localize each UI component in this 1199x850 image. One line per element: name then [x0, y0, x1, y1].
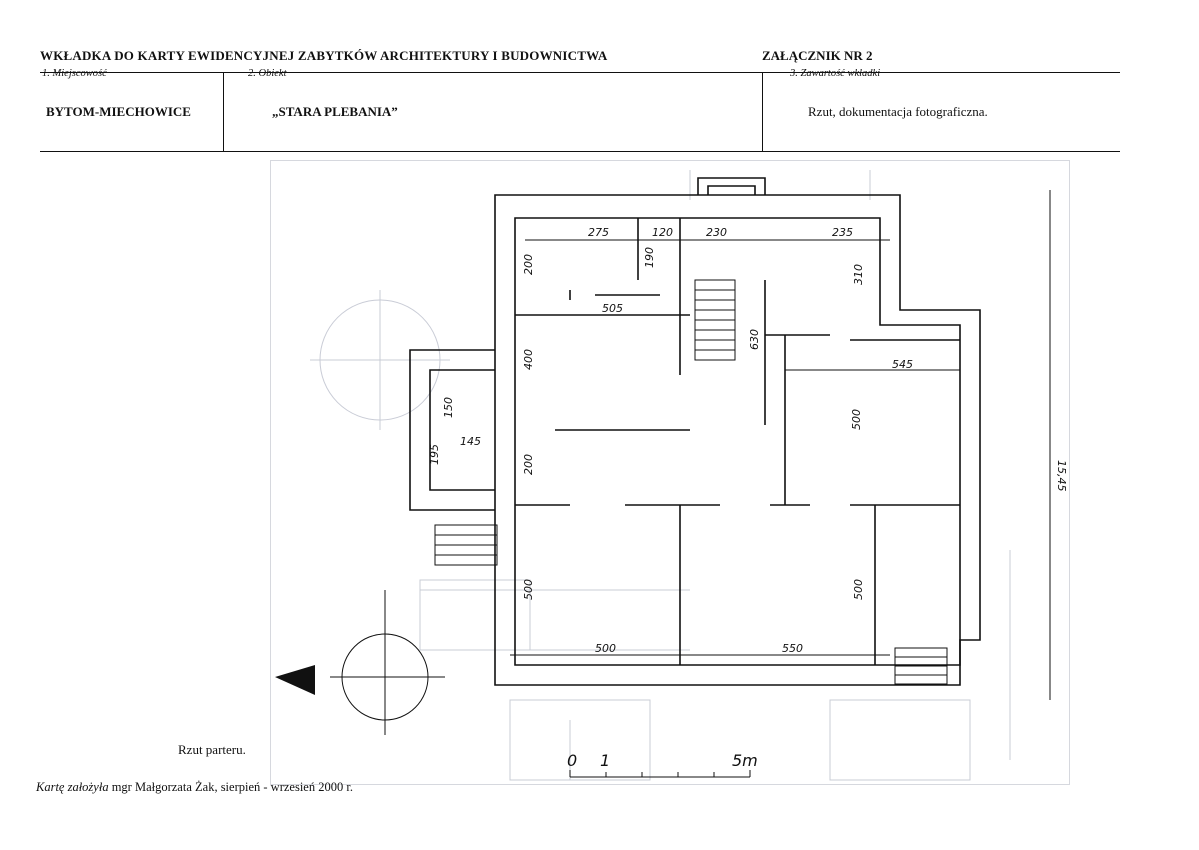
- dimension-lines: [510, 190, 1051, 700]
- field-value-location: BYTOM-MIECHOWICE: [46, 104, 191, 119]
- dimension-labels: 275 120 230 235 200 190 505 310 630 400 …: [428, 226, 1068, 655]
- dim-label: 120: [652, 226, 673, 239]
- dim-label: 190: [643, 247, 656, 268]
- annex-number: ZAŁĄCZNIK NR 2: [762, 48, 873, 63]
- scan-sheet-border: [270, 160, 1070, 785]
- dim-label: 500: [522, 579, 535, 600]
- dim-label: 150: [442, 397, 455, 418]
- orientation-arrow-icon: [275, 665, 315, 695]
- dim-label: 545: [892, 358, 913, 371]
- dim-label: 550: [782, 642, 803, 655]
- dim-label: 145: [460, 435, 481, 448]
- dim-label: 200: [522, 254, 535, 275]
- field-divider-1: [223, 72, 224, 152]
- stairs: [434, 279, 948, 685]
- dim-label: 500: [595, 642, 616, 655]
- dim-label: 310: [852, 264, 865, 285]
- orientation-circle-symbol: [275, 590, 445, 735]
- dim-label: 400: [522, 349, 535, 370]
- dim-label: 230: [706, 226, 727, 239]
- field-label-content: 3. Zawartość wkładki: [790, 68, 881, 79]
- field-value-content: Rzut, dokumentacja fotograficzna.: [808, 104, 988, 119]
- dim-label: 500: [850, 409, 863, 430]
- dim-label: 275: [588, 226, 609, 239]
- footer-text: mgr Małgorzata Żak, sierpień - wrzesień …: [111, 780, 353, 794]
- plan-caption: Rzut parteru.: [178, 742, 246, 757]
- interior-walls: [515, 218, 960, 665]
- field-divider-2: [762, 72, 763, 152]
- dim-label: 235: [832, 226, 853, 239]
- dim-label: 500: [852, 579, 865, 600]
- field-label-location: 1. Miejscowość: [42, 68, 107, 79]
- footer-prefix: Kartę założyła: [36, 780, 109, 794]
- scale-label-5m: 5m: [732, 751, 758, 770]
- dim-label: 200: [522, 454, 535, 475]
- dim-label: 195: [428, 444, 441, 465]
- field-label-object: 2. Obiekt: [248, 68, 287, 79]
- field-value-object: „STARA PLEBANIA”: [272, 104, 398, 119]
- scale-bar: 0 1 5m: [567, 751, 758, 778]
- header-rule-bottom: [40, 151, 1120, 152]
- header-rule-top: [40, 72, 1120, 73]
- footer-author: Kartę założyła mgr Małgorzata Żak, sierp…: [36, 780, 353, 795]
- dim-label: 505: [602, 302, 623, 315]
- floor-plan: 275 120 230 235 200 190 505 310 630 400 …: [270, 160, 1070, 785]
- scale-label-0: 0: [567, 751, 577, 770]
- side-dimension-label: 15,45: [1055, 460, 1068, 492]
- scale-label-1: 1: [600, 751, 610, 770]
- faint-background-sketch: [310, 170, 1011, 781]
- document-title: WKŁADKA DO KARTY EWIDENCYJNEJ ZABYTKÓW A…: [40, 48, 608, 63]
- dim-label: 630: [748, 329, 761, 350]
- outer-walls: [409, 177, 981, 686]
